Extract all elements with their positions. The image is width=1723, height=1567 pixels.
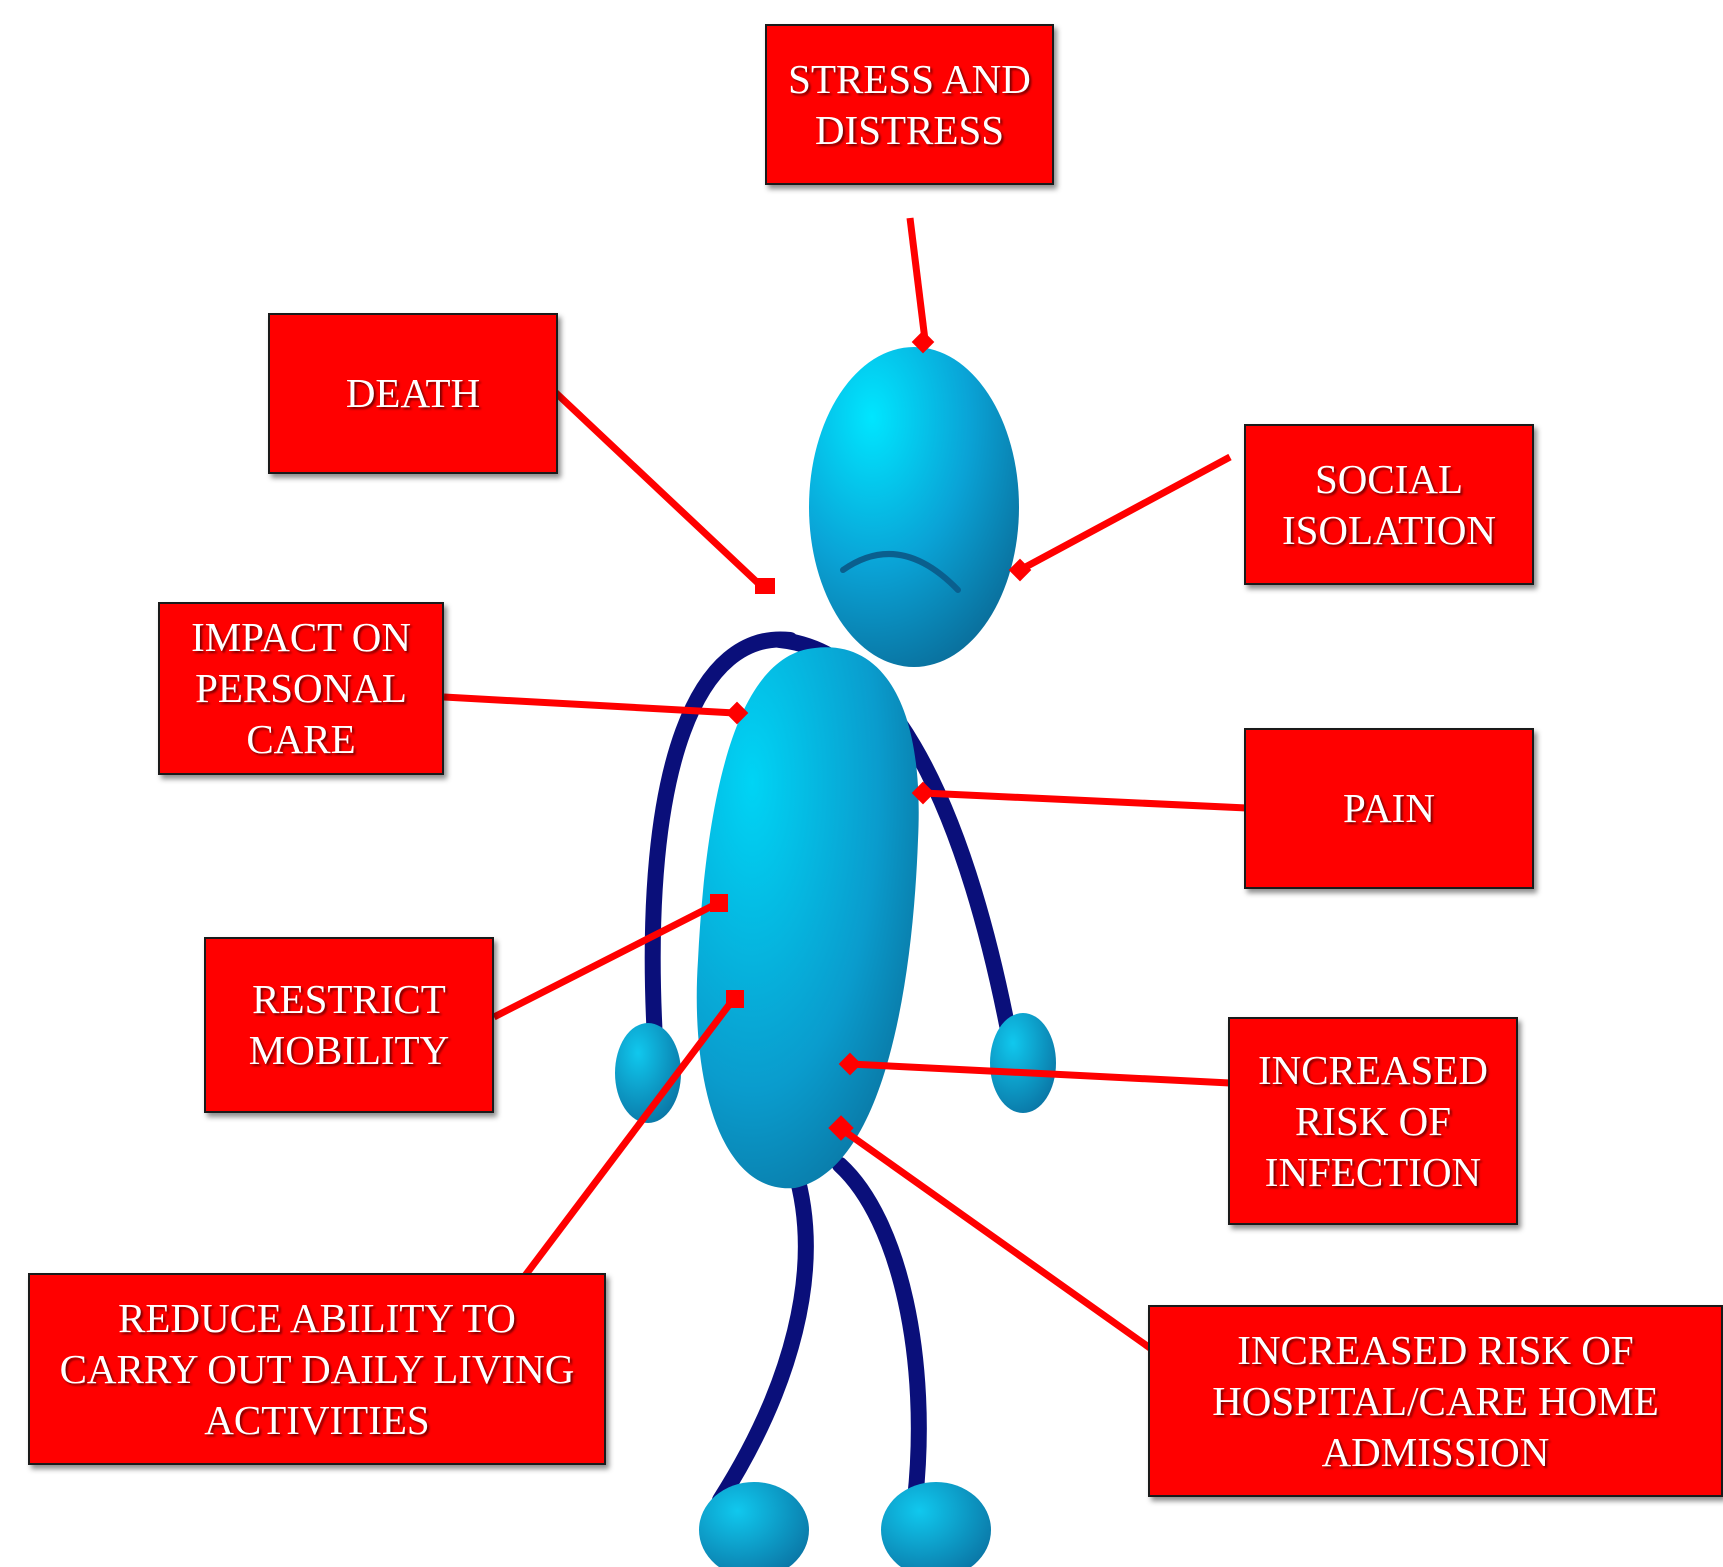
torso [697, 647, 919, 1188]
label-impact-on-personal-care: IMPACT ON PERSONAL CARE [158, 602, 444, 775]
right-foot [881, 1482, 991, 1567]
connector-social [1020, 457, 1230, 570]
label-stress-and-distress-text: STRESS AND DISTRESS [788, 54, 1031, 156]
label-social-isolation: SOCIAL ISOLATION [1244, 424, 1534, 585]
label-pain: PAIN [1244, 728, 1534, 889]
connector-pain [923, 793, 1247, 808]
label-reduce-ability-daily-living-text: REDUCE ABILITY TO CARRY OUT DAILY LIVING… [60, 1293, 575, 1446]
head [809, 347, 1019, 667]
right-hand [990, 1013, 1056, 1113]
label-reduce-ability-daily-living: REDUCE ABILITY TO CARRY OUT DAILY LIVING… [28, 1273, 606, 1465]
label-restrict-mobility-text: RESTRICT MOBILITY [249, 974, 449, 1076]
label-stress-and-distress: STRESS AND DISTRESS [765, 24, 1054, 185]
connector-mobility [494, 902, 720, 1017]
label-death: DEATH [268, 313, 558, 474]
label-impact-on-personal-care-text: IMPACT ON PERSONAL CARE [191, 612, 411, 765]
connector-stress [910, 218, 925, 340]
arrowhead-death [755, 578, 775, 594]
arrowhead-mobility [710, 894, 728, 912]
label-social-isolation-text: SOCIAL ISOLATION [1282, 454, 1496, 556]
left-leg [720, 1170, 806, 1500]
label-restrict-mobility: RESTRICT MOBILITY [204, 937, 494, 1113]
arrowhead-daily-living [726, 990, 744, 1008]
label-pain-text: PAIN [1343, 783, 1435, 834]
label-increased-risk-of-infection: INCREASED RISK OF INFECTION [1228, 1017, 1518, 1225]
label-increased-risk-of-infection-text: INCREASED RISK OF INFECTION [1258, 1045, 1488, 1198]
right-leg [840, 1165, 919, 1500]
label-death-text: DEATH [346, 368, 480, 419]
label-increased-risk-of-admission: INCREASED RISK OF HOSPITAL/CARE HOME ADM… [1148, 1305, 1723, 1497]
connector-death [555, 392, 760, 585]
label-increased-risk-of-admission-text: INCREASED RISK OF HOSPITAL/CARE HOME ADM… [1212, 1325, 1659, 1478]
